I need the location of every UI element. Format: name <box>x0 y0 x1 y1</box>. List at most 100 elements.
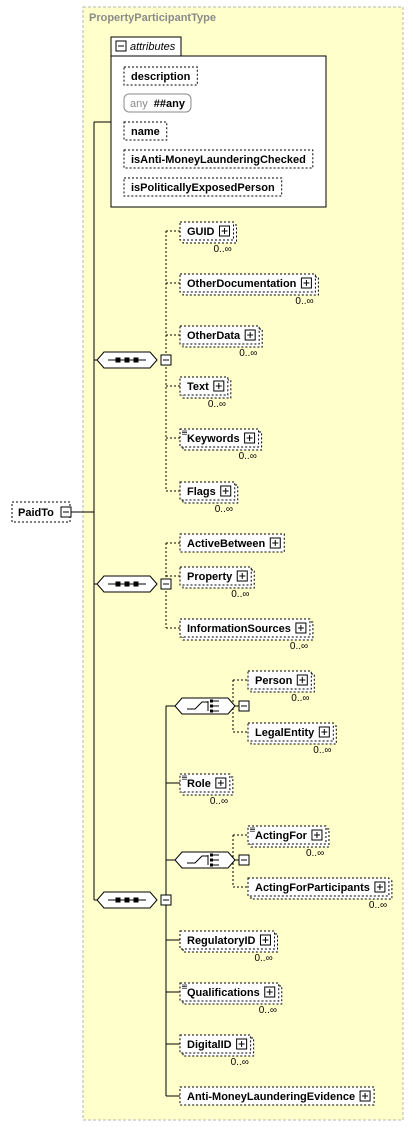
expand-icon[interactable] <box>60 506 72 518</box>
multiplicity-label: 0..∞ <box>231 589 249 600</box>
element-box[interactable] <box>179 428 260 448</box>
expand-icon[interactable] <box>219 225 230 237</box>
multiplicity-label: 0..∞ <box>239 348 257 359</box>
attribute-item[interactable]: name <box>123 121 168 141</box>
attribute-box[interactable] <box>123 177 283 197</box>
any-attribute-box[interactable] <box>123 93 192 113</box>
expand-icon[interactable] <box>236 570 248 582</box>
root-element[interactable]: PaidTo <box>11 501 72 523</box>
element-label: OtherData <box>187 330 241 342</box>
any-attribute-label: ##any <box>154 98 186 110</box>
attribute-item[interactable]: description <box>123 66 198 86</box>
element-label: DigitalID <box>187 1039 232 1051</box>
attribute-box[interactable] <box>123 149 314 169</box>
multiplicity-label: 0..∞ <box>259 1005 277 1016</box>
element-label: Flags <box>187 486 216 498</box>
element-label: LegalEntity <box>255 727 315 739</box>
multiplicity-label: 0..∞ <box>239 451 257 462</box>
expand-icon[interactable] <box>215 777 227 789</box>
expand-icon[interactable] <box>300 277 312 289</box>
element-box[interactable] <box>179 618 311 638</box>
element-box[interactable] <box>179 1086 375 1106</box>
attributes-title: attributes <box>130 41 176 53</box>
expand-icon[interactable] <box>259 934 271 946</box>
element-node[interactable]: Keywords 0..∞ <box>179 428 263 462</box>
element-box[interactable] <box>247 670 312 690</box>
element-node[interactable]: Anti-MoneyLaunderingEvidence <box>179 1086 375 1106</box>
collapse-icon[interactable] <box>160 894 172 906</box>
element-label: ActiveBetween <box>187 538 266 550</box>
type-title: PropertyParticipantType <box>89 12 216 24</box>
element-node[interactable]: ActingFor 0..∞ <box>247 825 330 859</box>
expand-icon[interactable] <box>374 881 386 893</box>
any-attribute-prefix: any <box>130 98 148 110</box>
element-box[interactable] <box>247 825 327 845</box>
choice-compositor[interactable] <box>174 697 250 715</box>
choice-compositor[interactable] <box>174 851 250 869</box>
expand-icon[interactable] <box>244 329 256 341</box>
attributes-collapse-icon[interactable] <box>115 40 127 52</box>
element-node[interactable]: OtherData 0..∞ <box>179 325 263 359</box>
expand-icon[interactable] <box>220 485 232 497</box>
expand-icon[interactable] <box>318 726 330 738</box>
element-box[interactable] <box>179 533 285 553</box>
element-box[interactable] <box>179 1034 252 1054</box>
expand-icon[interactable] <box>269 537 281 549</box>
element-box[interactable] <box>179 982 280 1002</box>
element-label: Keywords <box>187 433 240 445</box>
attribute-item[interactable]: isPoliticallyExposedPerson <box>123 177 283 197</box>
element-label: InformationSources <box>187 623 291 635</box>
collapse-icon[interactable] <box>160 354 172 366</box>
sequence-compositor[interactable] <box>96 351 172 369</box>
element-box[interactable] <box>179 325 260 345</box>
expand-icon[interactable] <box>311 829 323 841</box>
sequence-compositor[interactable] <box>96 575 172 593</box>
multiplicity-label: 0..∞ <box>295 296 313 307</box>
expand-icon[interactable] <box>244 432 256 444</box>
attribute-item[interactable]: isAnti-MoneyLaunderingChecked <box>123 149 314 169</box>
attribute-label: isPoliticallyExposedPerson <box>131 182 275 194</box>
expand-icon[interactable] <box>213 380 225 392</box>
multiplicity-label: 0..∞ <box>208 399 226 410</box>
element-label: RegulatoryID <box>187 935 256 947</box>
attribute-list: description any ##any name isAnti-MoneyLaund… <box>123 66 314 197</box>
element-node[interactable]: LegalEntity 0..∞ <box>247 722 337 756</box>
element-box[interactable] <box>247 722 334 742</box>
element-box[interactable] <box>179 273 316 293</box>
multiplicity-label: 0..∞ <box>291 693 309 704</box>
attribute-item[interactable]: any ##any <box>123 93 192 113</box>
collapse-icon[interactable] <box>238 854 250 866</box>
element-node[interactable]: DigitalID 0..∞ <box>179 1034 255 1068</box>
multiplicity-label: 0..∞ <box>231 1057 249 1068</box>
element-label: ActingFor <box>255 830 308 842</box>
sequence-compositor[interactable] <box>96 891 172 909</box>
expand-icon[interactable] <box>264 986 276 998</box>
attribute-box[interactable] <box>123 121 168 141</box>
collapse-icon[interactable] <box>160 578 172 590</box>
expand-icon[interactable] <box>296 674 308 686</box>
element-box[interactable] <box>179 930 275 950</box>
collapse-icon[interactable] <box>238 700 250 712</box>
element-label: ActingForParticipants <box>255 882 370 894</box>
multiplicity-label: 0..∞ <box>306 848 324 859</box>
multiplicity-label: 0..∞ <box>313 745 331 756</box>
element-box[interactable] <box>247 877 390 897</box>
expand-icon[interactable] <box>236 1038 248 1050</box>
element-node[interactable]: ActiveBetween <box>179 533 285 553</box>
expand-icon[interactable] <box>359 1090 371 1102</box>
element-box[interactable] <box>179 566 252 586</box>
expand-icon[interactable] <box>295 622 307 634</box>
attribute-box[interactable] <box>123 66 198 86</box>
